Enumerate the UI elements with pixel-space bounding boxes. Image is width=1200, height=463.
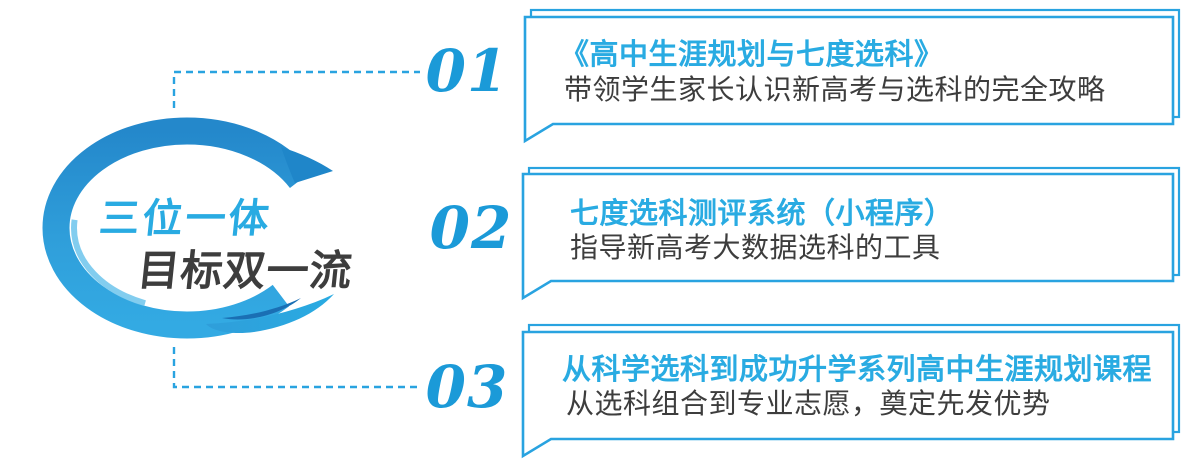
callout-box-2-outline xyxy=(521,172,1175,301)
badge-label-line2: 目标双一流 xyxy=(135,247,356,294)
ring-inner-highlight xyxy=(71,144,303,312)
item-1-title: 《高中生涯规划与七度选科》 xyxy=(560,39,944,71)
item-1-number: 01 xyxy=(425,37,509,105)
item-2-subtitle: 指导新高考大数据选科的工具 xyxy=(570,232,941,263)
connector-dashed-top xyxy=(172,70,420,108)
ring-top-tip xyxy=(281,147,333,183)
connector-dashed-bottom xyxy=(172,347,420,389)
ring-arc xyxy=(42,117,332,339)
item-3-subtitle: 从选科组合到专业志愿，奠定先发优势 xyxy=(566,388,1051,419)
callout-box-3-outline xyxy=(521,330,1175,459)
item-2-number: 02 xyxy=(429,194,513,262)
item-3-number: 03 xyxy=(425,353,509,421)
badge-label-line1: 三位一体 xyxy=(97,197,274,241)
ring-bottom-swoosh xyxy=(206,294,334,334)
ring-badge-graphic xyxy=(42,117,334,339)
callout-box-2 xyxy=(521,166,1181,301)
item-2-title: 七度选科测评系统（小程序） xyxy=(570,198,954,230)
callout-box-1-outline xyxy=(523,15,1175,144)
callout-box-3 xyxy=(521,323,1181,459)
item-1-subtitle: 带领学生家长认识新高考与选科的完全攻略 xyxy=(564,74,1106,105)
callout-box-1 xyxy=(523,8,1181,144)
ring-dark-sliver xyxy=(222,298,301,320)
item-3-title: 从科学选科到成功升学系列高中生涯规划课程 xyxy=(562,354,1153,386)
